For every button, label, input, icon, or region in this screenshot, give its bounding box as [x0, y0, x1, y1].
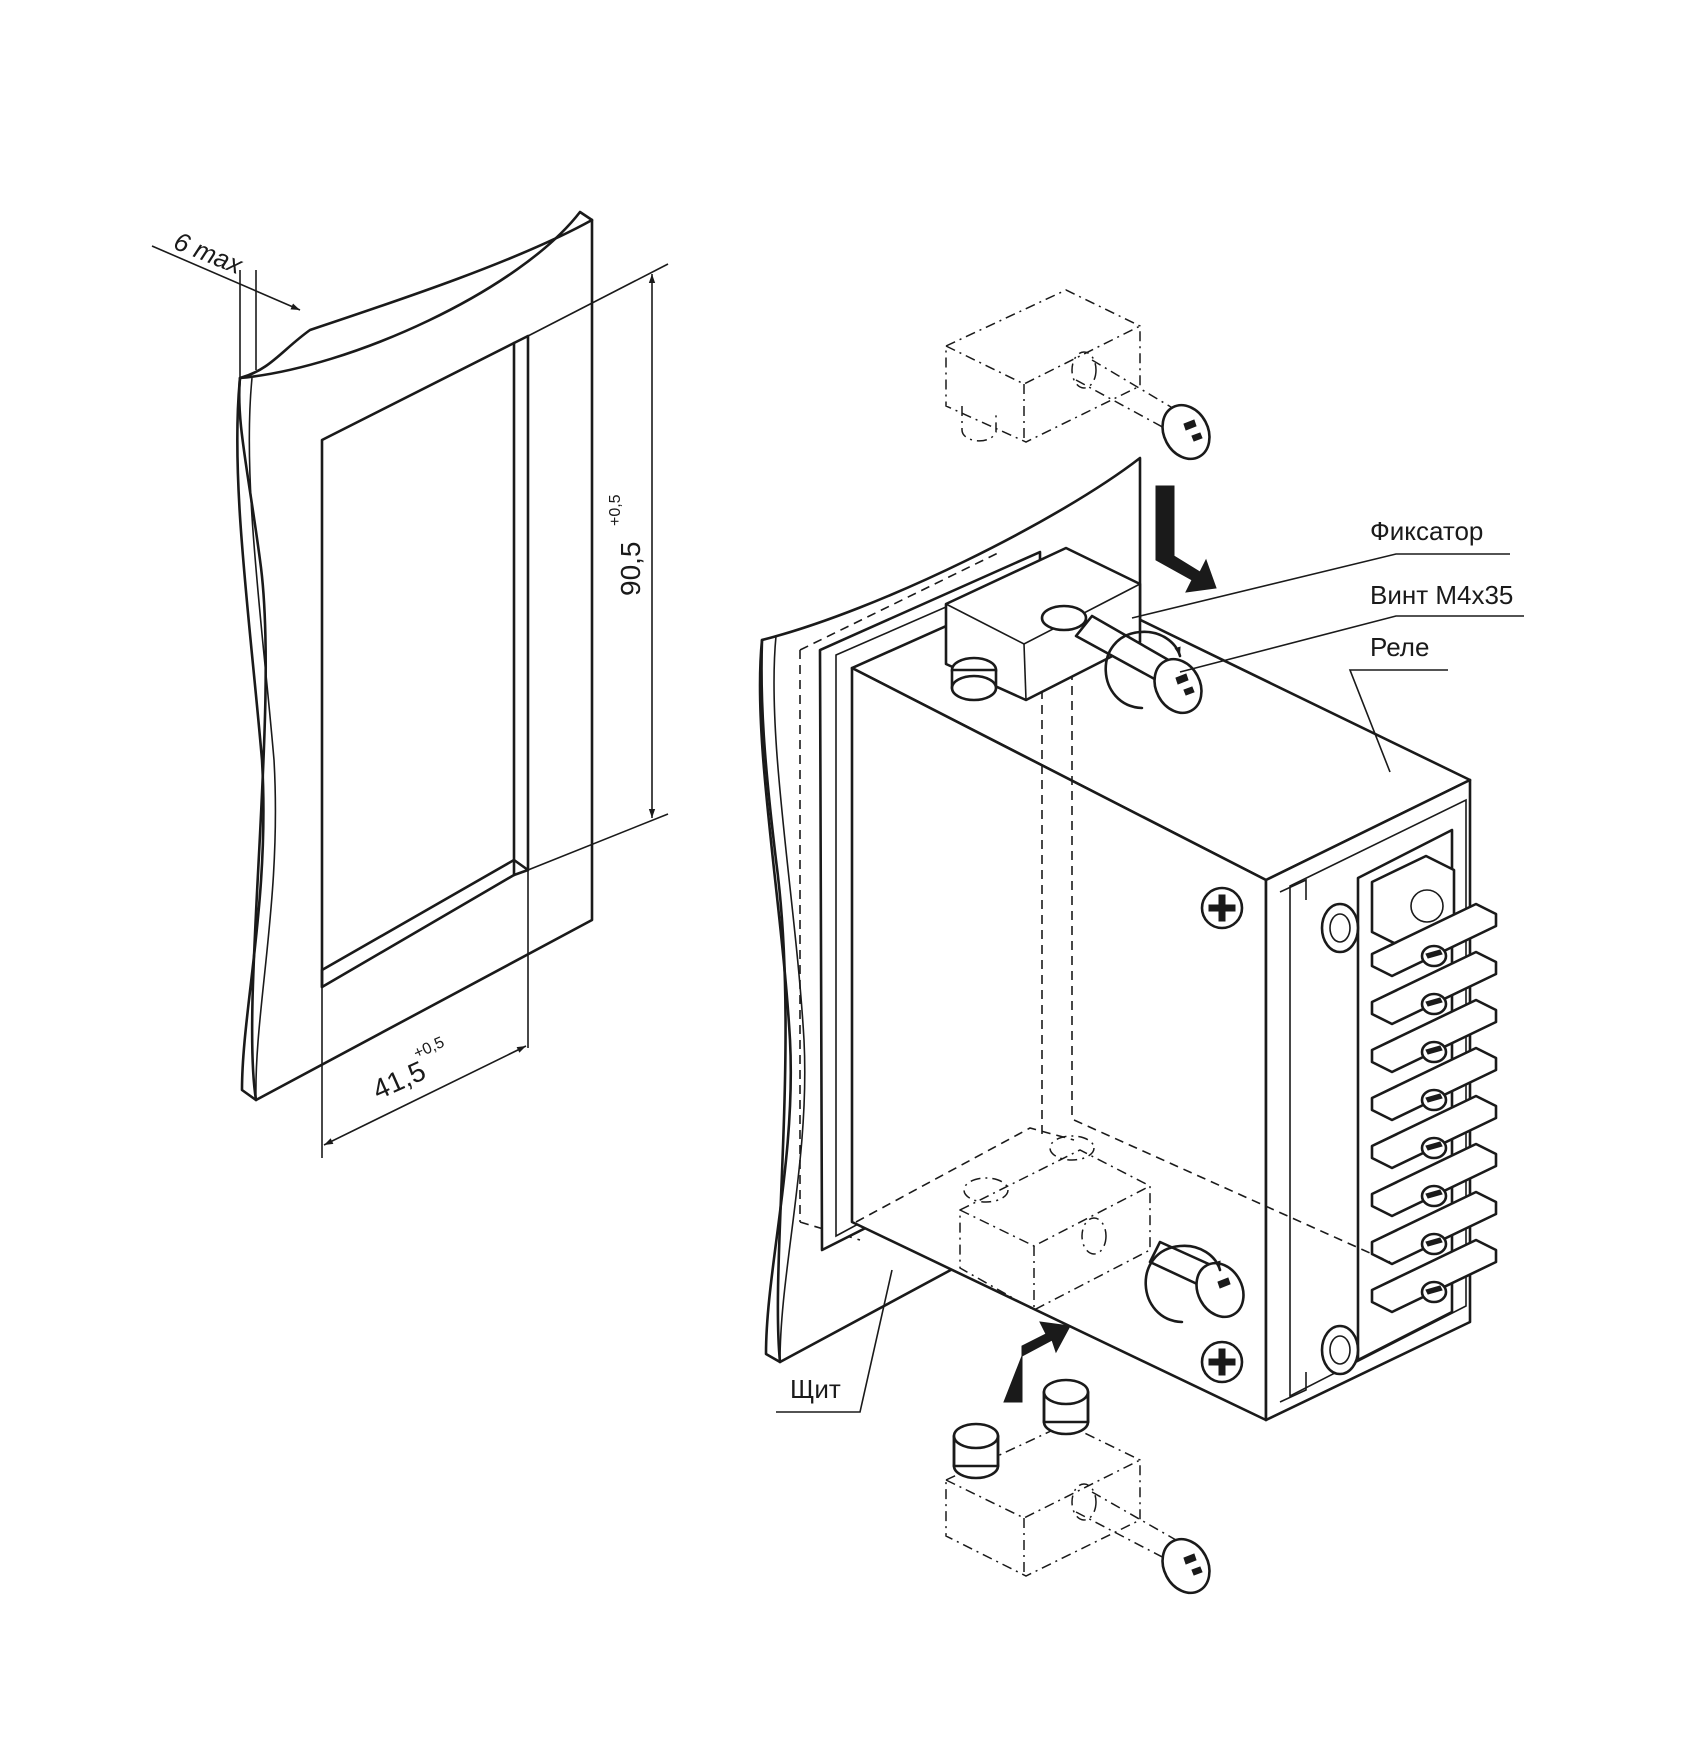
label-panel: Щит [790, 1374, 841, 1404]
terminal-screw-slot [1425, 1045, 1443, 1055]
panel-left-inner-edge [248, 377, 277, 1101]
height-tolerance: +0,5 [607, 494, 624, 526]
terminal-tabs [1370, 902, 1498, 1314]
terminal-tab [1370, 1238, 1498, 1314]
hidden-edge-bottom [1073, 1119, 1391, 1263]
terminal-tab [1370, 1094, 1498, 1170]
panel-left-edge [235, 376, 265, 1102]
terminal-recess-notch-bottom [1279, 1372, 1307, 1403]
label-fixator: Фиксатор [1370, 516, 1483, 546]
terminal-screw-slot [1425, 1141, 1443, 1151]
rotation-arrow-bottom [1144, 1244, 1222, 1324]
insert-arrow-top [1155, 485, 1217, 593]
screw-bottom-exploded [1161, 1537, 1211, 1595]
front-screw-top [1200, 886, 1244, 930]
label-screw: Винт М4х35 [1370, 580, 1513, 610]
width-tolerance: +0,5 [411, 1034, 447, 1062]
terminal-recess [1289, 798, 1467, 1398]
terminal-tab [1370, 1142, 1498, 1218]
height-ext-top [527, 263, 669, 337]
terminal-screw-slot [1425, 1237, 1443, 1247]
assembly-view: Фиксатор Винт М4х35 Реле Щит [758, 289, 1524, 1595]
leader-fixator [1131, 553, 1510, 619]
front-screw-bottom [1200, 1340, 1244, 1384]
leader-screw [1179, 615, 1524, 673]
cutout-depth-bottom [320, 858, 530, 989]
fixator-top-exploded [945, 289, 1177, 443]
screw-top [1074, 614, 1203, 715]
panel-cutout-view: 6 max 90,5 +0,5 41,5 +0,5 [151, 210, 669, 1158]
panel-top-edge [238, 218, 594, 380]
leader-relay [1348, 669, 1448, 773]
terminal-screw-slot [1425, 949, 1443, 959]
terminal-tab [1370, 1046, 1498, 1122]
screw-top-exploded [1161, 403, 1211, 461]
rotation-arrow-top [1104, 630, 1182, 710]
assembly-panel-inner [773, 635, 806, 1363]
thickness-label: 6 max [170, 226, 248, 281]
hidden-bezel-outline [855, 1127, 1075, 1223]
terminal-tab [1370, 1190, 1498, 1266]
width-label-group: 41,5 +0,5 [368, 1034, 447, 1105]
thickness-dim-line [151, 245, 301, 311]
fixator-bottom-installed [959, 1135, 1151, 1311]
fixator-top [944, 546, 1142, 702]
label-relay: Реле [1370, 632, 1429, 662]
height-label-group: 90,5 +0,5 [607, 494, 646, 596]
insert-arrow-bottom [1003, 1321, 1071, 1403]
height-label: 90,5 [615, 542, 646, 597]
side-screw-bottom [1320, 1324, 1360, 1376]
terminal-tab [1370, 902, 1498, 978]
screw-bottom [1148, 1240, 1245, 1319]
fixator-bottom-exploded [945, 1378, 1177, 1577]
terminal-screw-slot [1425, 1285, 1443, 1295]
cutout-depth-right [512, 334, 530, 877]
height-ext-bottom [527, 813, 669, 871]
terminal-tab [1370, 950, 1498, 1026]
terminal-screw-slot [1425, 1189, 1443, 1199]
width-dim-line [323, 1045, 527, 1146]
terminal-screw-slot [1425, 1093, 1443, 1103]
terminal-recess-notch-top [1279, 878, 1307, 900]
leader-panel [776, 1269, 893, 1413]
side-screw-top [1320, 902, 1360, 954]
terminal-cap-hole [1410, 889, 1444, 923]
terminal-screw-slot [1425, 997, 1443, 1007]
cutout-opening [320, 341, 516, 989]
assembly-panel-edge [758, 638, 793, 1364]
terminal-tab [1370, 998, 1498, 1074]
